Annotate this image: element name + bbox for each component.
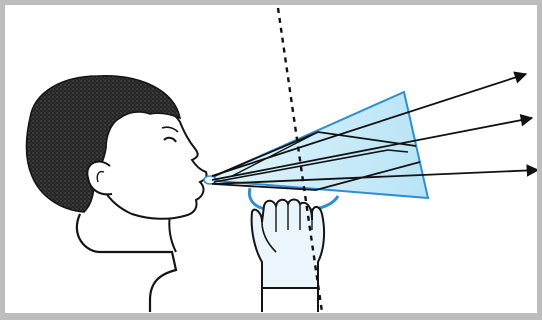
boy-shoulders	[77, 214, 176, 312]
hand-cuff	[262, 288, 318, 312]
boy-neck	[169, 214, 176, 252]
boy-figure	[27, 76, 207, 312]
